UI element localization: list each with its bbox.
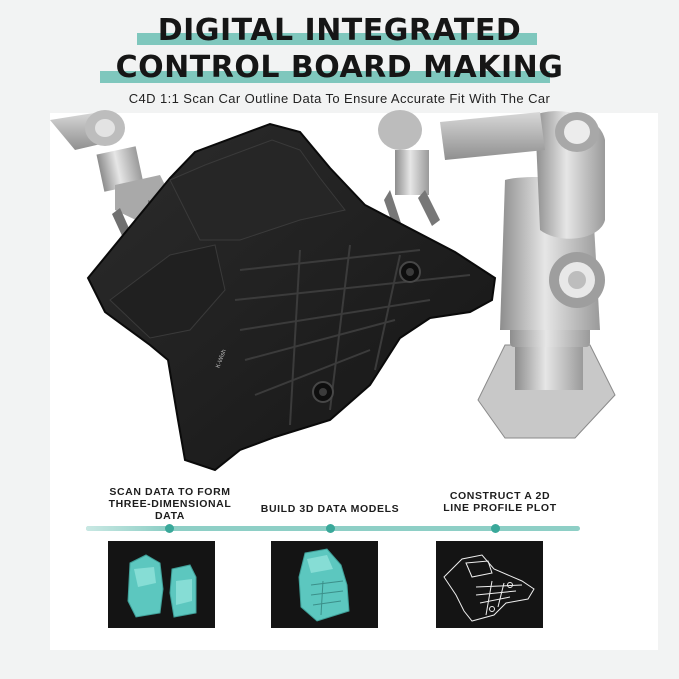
step-2-label: BUILD 3D DATA MODELS bbox=[260, 503, 400, 515]
title-line-2: CONTROL BOARD MAKING bbox=[115, 50, 564, 85]
process-timeline-fade bbox=[86, 526, 166, 531]
step-3-label: CONSTRUCT A 2D LINE PROFILE PLOT bbox=[443, 490, 557, 514]
timeline-dot-1 bbox=[165, 524, 174, 533]
title-line-1: DIGITAL INTEGRATED bbox=[157, 13, 522, 48]
step-3-thumbnail bbox=[436, 541, 543, 628]
subtitle: C4D 1:1 Scan Car Outline Data To Ensure … bbox=[128, 91, 551, 106]
timeline-dot-3 bbox=[491, 524, 500, 533]
right-robot-arm bbox=[378, 110, 616, 439]
step-1-thumbnail bbox=[108, 541, 215, 628]
step-2-thumbnail bbox=[271, 541, 378, 628]
title-highlight-2 bbox=[100, 71, 550, 83]
timeline-dot-2 bbox=[326, 524, 335, 533]
floor-mat bbox=[86, 122, 497, 472]
3d-model-icon bbox=[298, 548, 350, 622]
step-1-label: SCAN DATA TO FORM THREE-DIMENSIONAL DATA bbox=[108, 486, 232, 522]
line-profile-icon bbox=[443, 554, 535, 622]
title-highlight-1 bbox=[137, 33, 537, 45]
scan-mats-icon bbox=[127, 554, 197, 618]
